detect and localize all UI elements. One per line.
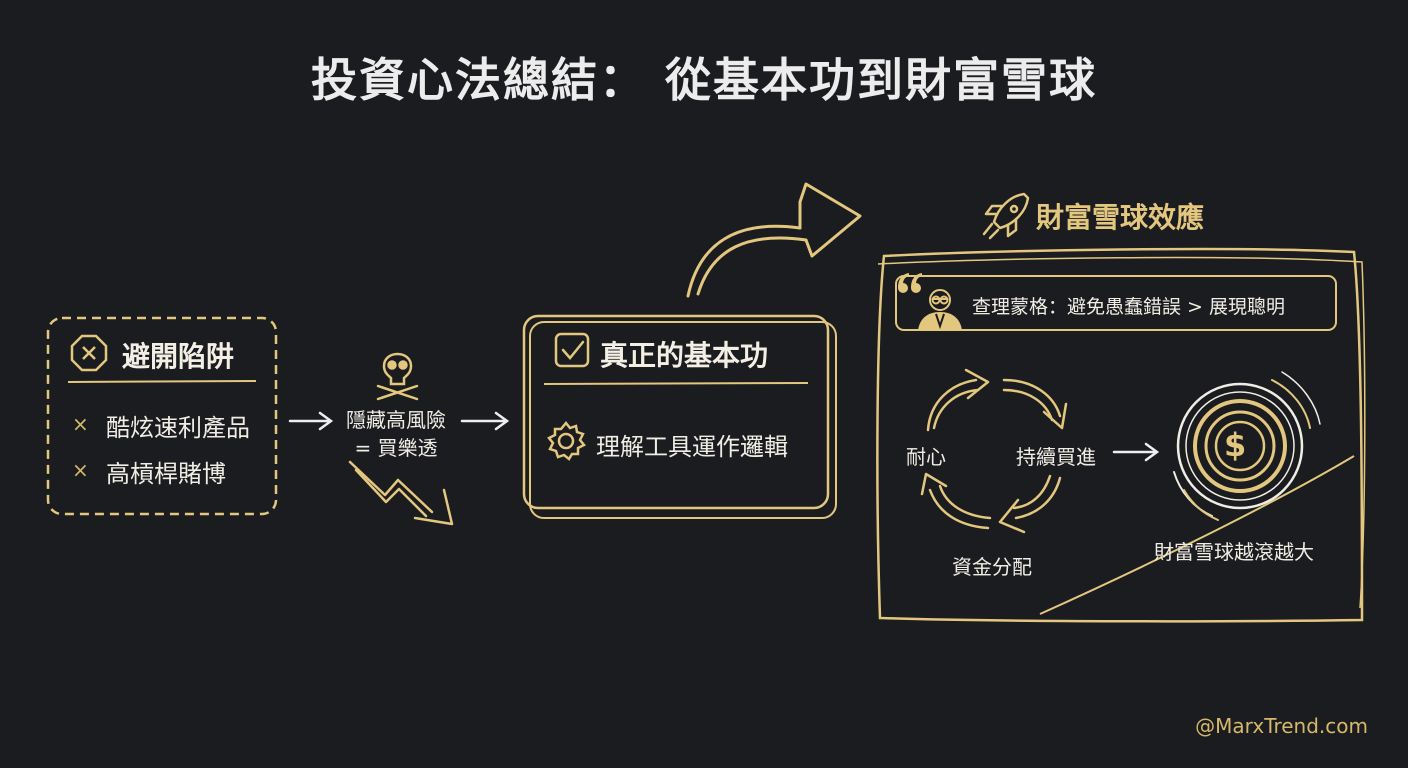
- fundamentals-divider: [543, 382, 809, 385]
- x-mark-icon: ×: [72, 458, 89, 482]
- rocket-icon: [982, 192, 1030, 240]
- arrow-traps-to-risk: [288, 411, 334, 431]
- x-mark-icon: ×: [72, 412, 89, 436]
- skull-crossbones-icon: [376, 352, 419, 401]
- octagon-x-icon: [70, 334, 108, 372]
- cycle-arrow-bottom-to-left: [928, 488, 990, 530]
- quote-marks-icon: [898, 273, 922, 293]
- snowball-panel: [876, 247, 1364, 623]
- cycle-patience: 耐心: [906, 445, 946, 469]
- dollar-symbol: $: [1224, 426, 1247, 464]
- munger-quote: 查理蒙格：避免愚蠢錯誤 > 展現聰明: [972, 296, 1285, 318]
- cycle-arrow-right-to-bottom: [1014, 476, 1062, 520]
- cycle-keep-buying: 持續買進: [1016, 445, 1096, 469]
- cycle-arrow-left-to-top: [926, 378, 978, 432]
- risk-line-1: 隱藏高風險: [346, 408, 446, 432]
- dollar-coin-icon: [1173, 371, 1321, 521]
- trap-item-2: 高槓桿賭博: [106, 460, 226, 488]
- fundamentals-item: 理解工具運作邏輯: [596, 433, 788, 461]
- page-title: 投資心法總結： 從基本功到財富雪球: [310, 53, 1097, 107]
- portrait-icon: [918, 289, 962, 330]
- arrow-to-coin: [1112, 442, 1160, 462]
- curved-arrow-up: [686, 182, 862, 298]
- snowball-heading: 財富雪球效應: [1036, 201, 1205, 234]
- quote-box: [895, 275, 1337, 331]
- traps-box: [46, 316, 278, 516]
- gear-icon: [547, 421, 586, 461]
- risk-label: 隱藏高風險 = 買樂透: [330, 406, 462, 462]
- fundamentals-heading: 真正的基本功: [600, 339, 769, 372]
- cycle-capital-allocation: 資金分配: [952, 555, 1032, 579]
- traps-divider: [67, 380, 257, 383]
- snowball-result: 財富雪球越滾越大: [1154, 540, 1314, 564]
- zigzag-down-arrow: [348, 460, 454, 526]
- fundamentals-box: [522, 314, 830, 510]
- risk-line-2: = 買樂透: [354, 436, 438, 460]
- arrow-risk-to-fundamentals: [460, 411, 510, 431]
- watermark: @MarxTrend.com: [1195, 714, 1368, 738]
- snowball-panel-inner: [877, 256, 1366, 609]
- fundamentals-box-shadow: [529, 321, 837, 519]
- cycle-arrows: [920, 368, 1068, 534]
- traps-heading: 避開陷阱: [122, 340, 235, 373]
- checkbox-icon: [554, 332, 590, 368]
- trap-item-1: 酷炫速利產品: [106, 414, 250, 442]
- cycle-arrow-top-to-right: [1002, 378, 1062, 418]
- snowball-slope-line: [1039, 455, 1355, 615]
